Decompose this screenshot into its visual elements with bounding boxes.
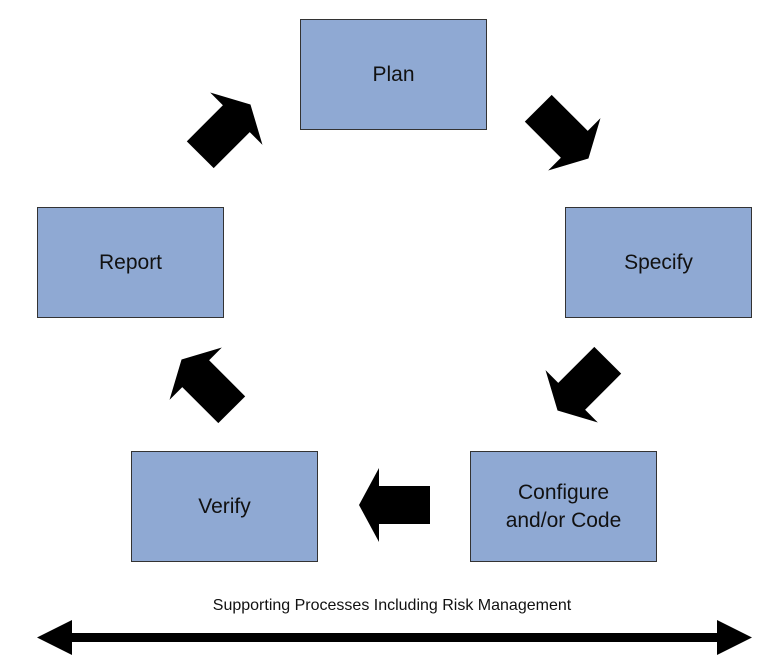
step-verify: Verify <box>131 451 318 562</box>
step-specify: Specify <box>565 207 752 318</box>
arrow-report-to-plan <box>174 78 277 181</box>
arrow-verify-to-report <box>155 333 258 436</box>
arrow-specify-to-configure <box>531 334 634 437</box>
supporting-processes-caption: Supporting Processes Including Risk Mana… <box>212 597 572 614</box>
arrow-plan-to-specify <box>512 82 615 185</box>
step-configure-code: Configure and/or Code <box>470 451 657 562</box>
double-arrow-supporting-processes <box>37 620 752 655</box>
step-report: Report <box>37 207 224 318</box>
step-plan: Plan <box>300 19 487 130</box>
arrow-configure-to-verify <box>359 468 430 542</box>
